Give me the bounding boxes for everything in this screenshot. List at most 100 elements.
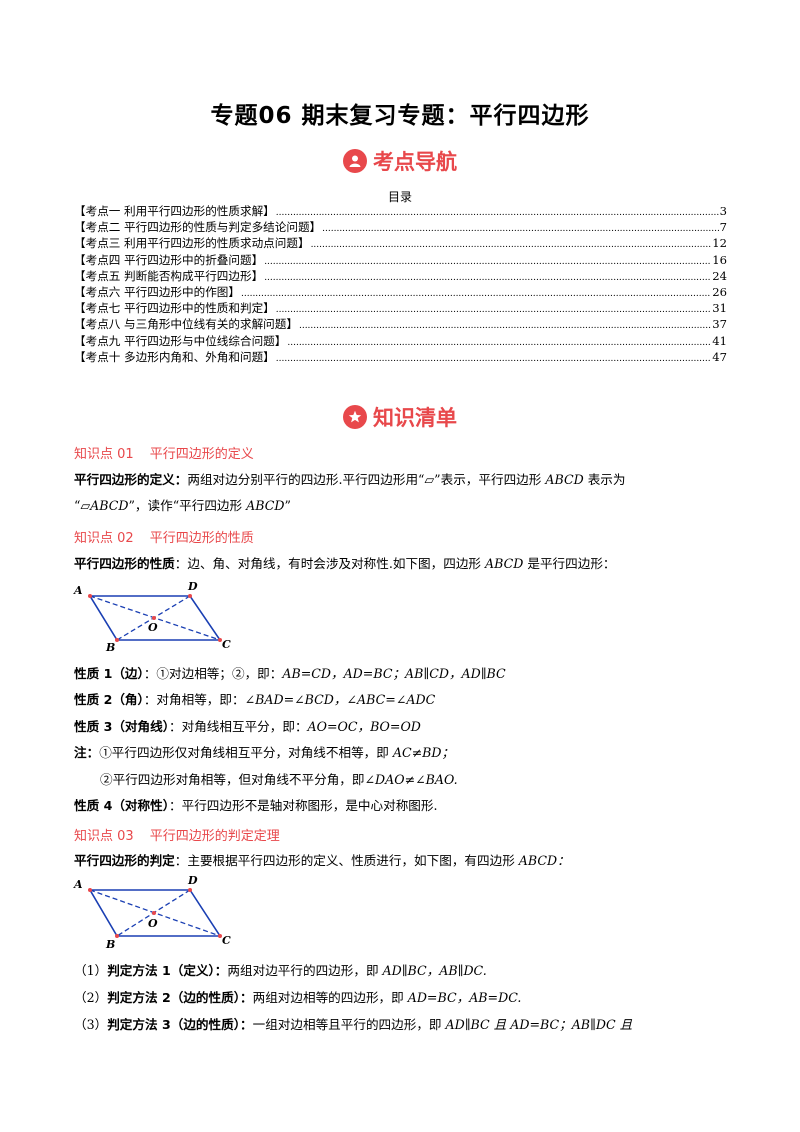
toc-entry[interactable]: 【考点七 平行四边形中的性质和判定】......................…: [74, 300, 727, 316]
toc-entry[interactable]: 【考点九 平行四边形与中位线综合问题】.....................…: [74, 333, 727, 349]
property-1-label: 性质 1（边）: [74, 666, 144, 681]
definition-text-2: ”表示，平行四边形: [434, 472, 546, 487]
property-2-text: ：对角相等，即：: [143, 692, 245, 707]
center-o-label-2: O: [148, 917, 158, 930]
knowledge-point-2: 知识点 02 平行四边形的性质: [74, 527, 254, 546]
toc-entry[interactable]: 【考点三 利用平行四边形的性质求动点问题】...................…: [74, 235, 727, 251]
parallelogram-figure-2: A D C B O: [73, 874, 231, 950]
nav-heading-text: 考点导航: [373, 150, 457, 174]
toc-entry-label: 【考点六 平行四边形中的作图】: [74, 284, 240, 299]
center-o-label: O: [148, 621, 158, 634]
note-2: ②平行四边形对角相等，但对角线不平分角，即∠DAO≠∠BAO.: [100, 770, 756, 790]
judge-method-3-prefix: （3）: [74, 1017, 108, 1032]
toc-entry-label: 【考点八 与三角形中位线有关的求解问题】: [74, 317, 298, 332]
note-1-text: ①平行四边形仅对角线相互平分，对角线不相等，即: [99, 745, 393, 760]
judge-intro: 平行四边形的判定：主要根据平行四边形的定义、性质进行，如下图，有四边形 ABCD…: [74, 851, 730, 871]
property-2-math: ∠BAD=∠BCD，∠ABC=∠ADC: [244, 692, 436, 707]
toc-entry-page: 24: [712, 268, 727, 283]
toc-leader-dots: ........................................…: [287, 337, 712, 348]
judge-method-3-text: 一组对边相等且平行的四边形，即: [252, 1017, 446, 1032]
judge-intro-text: ：主要根据平行四边形的定义、性质进行，如下图，有四边形: [174, 853, 519, 868]
toc-entry[interactable]: 【考点六 平行四边形中的作图】.........................…: [74, 284, 727, 300]
vertex-b-label-2: B: [105, 938, 115, 950]
toc-entry[interactable]: 【考点四 平行四边形中的折叠问题】.......................…: [74, 252, 727, 268]
toc-entry-label: 【考点二 平行四边形的性质与判定多结论问题】: [74, 220, 322, 235]
judge-method-3-math: AD∥BC 且 AD=BC；AB∥DC 且: [445, 1017, 633, 1032]
definition-text-3: 表示为: [583, 472, 626, 487]
toc-entry[interactable]: 【考点五 判断能否构成平行四边形】.......................…: [74, 268, 727, 284]
property-1: 性质 1（边）：①对边相等；②，即：AB=CD，AD=BC；AB∥CD，AD∥B…: [74, 664, 730, 684]
toc-entry-page: 12: [712, 236, 727, 251]
toc-leader-dots: ........................................…: [241, 288, 711, 299]
kp2-number: 知识点 02: [74, 531, 134, 546]
judge-method-1-label: 判定方法 1（定义）：: [107, 963, 228, 978]
parallelogram-symbol: ▱: [424, 472, 435, 487]
knowledge-point-3: 知识点 03 平行四边形的判定定理: [74, 825, 280, 844]
property-3-text: ：对角线相互平分，即：: [169, 719, 308, 734]
toc-entry-page: 3: [719, 204, 727, 218]
toc-entry-page: 31: [712, 301, 727, 316]
toc-leader-dots: ........................................…: [275, 208, 719, 218]
definition-abcd: ABCD: [545, 472, 584, 487]
vertex-c-label-2: C: [222, 934, 231, 947]
knowledge-section-heading: 知识清单: [0, 402, 800, 432]
toc-entry[interactable]: 【考点二 平行四边形的性质与判定多结论问题】..................…: [74, 219, 727, 235]
judge-method-2: （2）判定方法 2（边的性质）：两组对边相等的四边形，即 AD=BC，AB=DC…: [74, 988, 730, 1008]
property-intro-text: ：边、角、对角线，有时会涉及对称性.如下图，四边形: [174, 556, 486, 571]
property-3-label: 性质 3（对角线）: [74, 719, 170, 734]
note-1-math: AC≠BD；: [392, 745, 455, 760]
toc-leader-dots: ........................................…: [275, 353, 711, 364]
parallelogram-figure-1: A D C B O: [73, 580, 231, 652]
toc-entry-page: 47: [712, 349, 727, 364]
judge-method-2-math: AD=BC，AB=DC.: [407, 990, 522, 1005]
vertex-d-label-2: D: [187, 874, 198, 887]
star-icon: [343, 405, 367, 429]
kp3-title: 平行四边形的判定定理: [149, 829, 280, 844]
note-2-math: ∠DAO≠∠BAO.: [364, 772, 458, 787]
definition-label: 平行四边形的定义：: [74, 472, 188, 487]
property-4-label: 性质 4（对称性）: [74, 798, 170, 813]
judge-method-1-math: AD∥BC，AB∥DC.: [382, 963, 487, 978]
toc-leader-dots: ........................................…: [322, 224, 719, 235]
property-4: 性质 4（对称性）：平行四边形不是轴对称图形，是中心对称图形.: [74, 796, 730, 816]
judge-intro-label: 平行四边形的判定: [74, 853, 175, 868]
vertex-d-label: D: [187, 580, 198, 593]
knowledge-heading-text: 知识清单: [373, 406, 457, 430]
toc-entry-label: 【考点五 判断能否构成平行四边形】: [74, 268, 264, 283]
toc-entry-label: 【考点七 平行四边形中的性质和判定】: [74, 301, 275, 316]
toc-entry-page: 7: [719, 220, 727, 235]
judge-method-3-label: 判定方法 3（边的性质）：: [107, 1017, 253, 1032]
toc-entry-page: 26: [712, 284, 727, 299]
toc-entry[interactable]: 【考点八 与三角形中位线有关的求解问题】....................…: [74, 316, 727, 332]
toc-title: 目录: [387, 190, 412, 204]
kp3-number: 知识点 03: [74, 829, 134, 844]
judge-method-1: （1）判定方法 1（定义）：两组对边平行的四边形，即 AD∥BC，AB∥DC.: [74, 961, 730, 981]
toc-leader-dots: ........................................…: [264, 256, 711, 267]
judge-method-1-prefix: （1）: [74, 963, 108, 978]
note-label: 注：: [74, 745, 100, 760]
toc-entry-page: 41: [712, 333, 727, 348]
toc-leader-dots: ........................................…: [264, 272, 711, 283]
property-3: 性质 3（对角线）：对角线相互平分，即：AO=OC，BO=OD: [74, 717, 730, 737]
definition-reading-abcd: ABCD: [246, 498, 285, 513]
toc-entry-label: 【考点十 多边形内角和、外角和问题】: [74, 349, 275, 364]
kp2-title: 平行四边形的性质: [149, 531, 254, 546]
vertex-a-label: A: [73, 584, 83, 597]
definition-quote-close: ”: [284, 498, 291, 513]
judge-intro-abcd: ABCD：: [518, 853, 570, 868]
judge-method-2-text: 两组对边相等的四边形，即: [252, 990, 408, 1005]
property-intro-abcd: ABCD: [485, 556, 524, 571]
property-1-text: ：①对边相等；②，即：: [143, 666, 283, 681]
page-title: 专题06 期末复习专题：平行四边形: [210, 103, 590, 129]
property-intro-text-2: 是平行四边形：: [523, 556, 616, 571]
vertex-b-label: B: [105, 641, 115, 652]
property-2-label: 性质 2（角）: [74, 692, 144, 707]
toc-entry[interactable]: 【考点一 利用平行四边形的性质求解】......................…: [74, 203, 727, 219]
toc-entry[interactable]: 【考点十 多边形内角和、外角和问题】......................…: [74, 349, 727, 365]
judge-method-2-label: 判定方法 2（边的性质）：: [107, 990, 253, 1005]
toc-leader-dots: ........................................…: [298, 321, 712, 332]
note-1: 注：①平行四边形仅对角线相互平分，对角线不相等，即 AC≠BD；: [74, 743, 730, 763]
definition-quote-open: “: [74, 498, 81, 513]
